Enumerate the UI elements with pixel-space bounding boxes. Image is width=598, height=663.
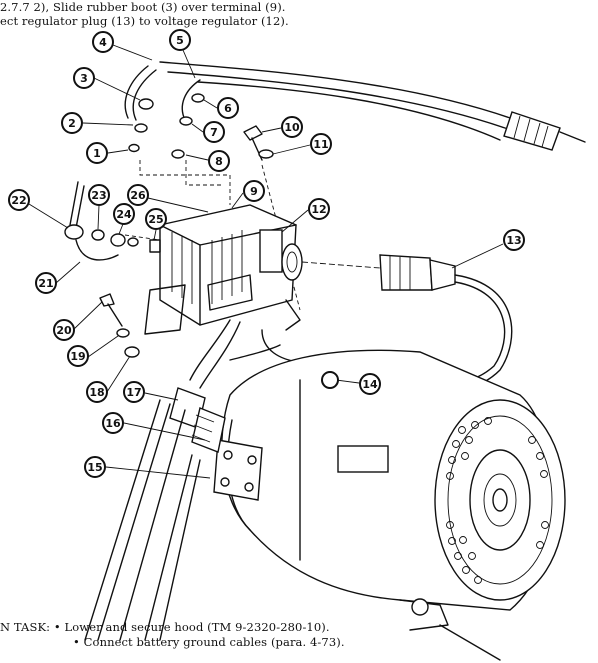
callout-4-label: 4: [99, 36, 107, 49]
callout-18-label: 18: [89, 386, 104, 399]
footer-task-line-2: • Connect battery ground cables (para. 4…: [73, 635, 345, 649]
callout-26: 26: [127, 184, 209, 213]
callout-9-label: 9: [250, 185, 258, 198]
header-line-1: 2.7.7 2), Slide rubber boot (3) over ter…: [0, 0, 286, 14]
callout-12: 12: [281, 198, 330, 233]
callout-15: 15: [84, 456, 211, 479]
callout-13-label: 13: [506, 234, 521, 247]
callout-20-label: 20: [56, 324, 72, 337]
callout-24-label: 24: [116, 208, 132, 221]
callout-10: 10: [261, 116, 303, 138]
callout-5: 5: [169, 29, 196, 79]
callout-16: 16: [102, 412, 206, 441]
callout-15-label: 15: [87, 461, 102, 474]
callout-18: 18: [86, 355, 131, 403]
callout-26-label: 26: [130, 189, 146, 202]
callout-11: 11: [272, 133, 332, 155]
callout-20: 20: [53, 301, 103, 341]
callout-25-label: 25: [148, 213, 163, 226]
callout-19-label: 19: [70, 350, 85, 363]
callout-12-label: 12: [311, 203, 326, 216]
callout-17-label: 17: [126, 386, 141, 399]
callout-7: 7: [191, 121, 225, 143]
footer-bullet-1: •: [53, 620, 61, 634]
footer-task-label: N TASK:: [0, 620, 51, 634]
callout-2: 2: [61, 112, 134, 134]
callout-3-label: 3: [80, 72, 88, 85]
footer-item-2: Connect battery ground cables (para. 4-7…: [83, 635, 345, 649]
callout-6: 6: [203, 97, 239, 119]
callout-14-label: 14: [362, 378, 378, 391]
callout-23-label: 23: [91, 189, 106, 202]
callout-1-label: 1: [93, 147, 101, 160]
callout-19: 19: [67, 335, 119, 367]
callout-14: 14: [321, 371, 381, 395]
callout-3: 3: [73, 67, 141, 101]
callout-16-label: 16: [105, 417, 121, 430]
callout-22-label: 22: [11, 194, 26, 207]
footer-bullet-2: •: [73, 635, 80, 649]
callout-21-label: 21: [38, 277, 53, 290]
callout-5-label: 5: [176, 34, 184, 47]
callout-7-label: 7: [210, 126, 218, 139]
callout-11-label: 11: [313, 138, 328, 151]
callout-8-label: 8: [215, 155, 223, 168]
callout-25: 25: [145, 208, 167, 241]
callout-24: 24: [113, 203, 135, 235]
callout-4: 4: [92, 31, 153, 61]
callout-17: 17: [123, 381, 179, 403]
footer-item-1: Lower and secure hood (TM 9-2320-280-10)…: [64, 620, 330, 634]
callout-8: 8: [185, 150, 230, 172]
callout-23: 23: [88, 184, 110, 230]
callout-9: 9: [231, 180, 265, 209]
callout-22: 22: [8, 189, 69, 229]
callout-6-label: 6: [224, 102, 232, 115]
header-line-2: ect regulator plug (13) to voltage regul…: [0, 14, 289, 28]
footer-task-line-1: N TASK: • Lower and secure hood (TM 9-23…: [0, 620, 330, 634]
callout-2-label: 2: [68, 117, 76, 130]
callout-13: 13: [451, 229, 525, 269]
callout-10-label: 10: [284, 121, 300, 134]
callout-1: 1: [86, 142, 129, 164]
callout-21: 21: [35, 261, 81, 294]
